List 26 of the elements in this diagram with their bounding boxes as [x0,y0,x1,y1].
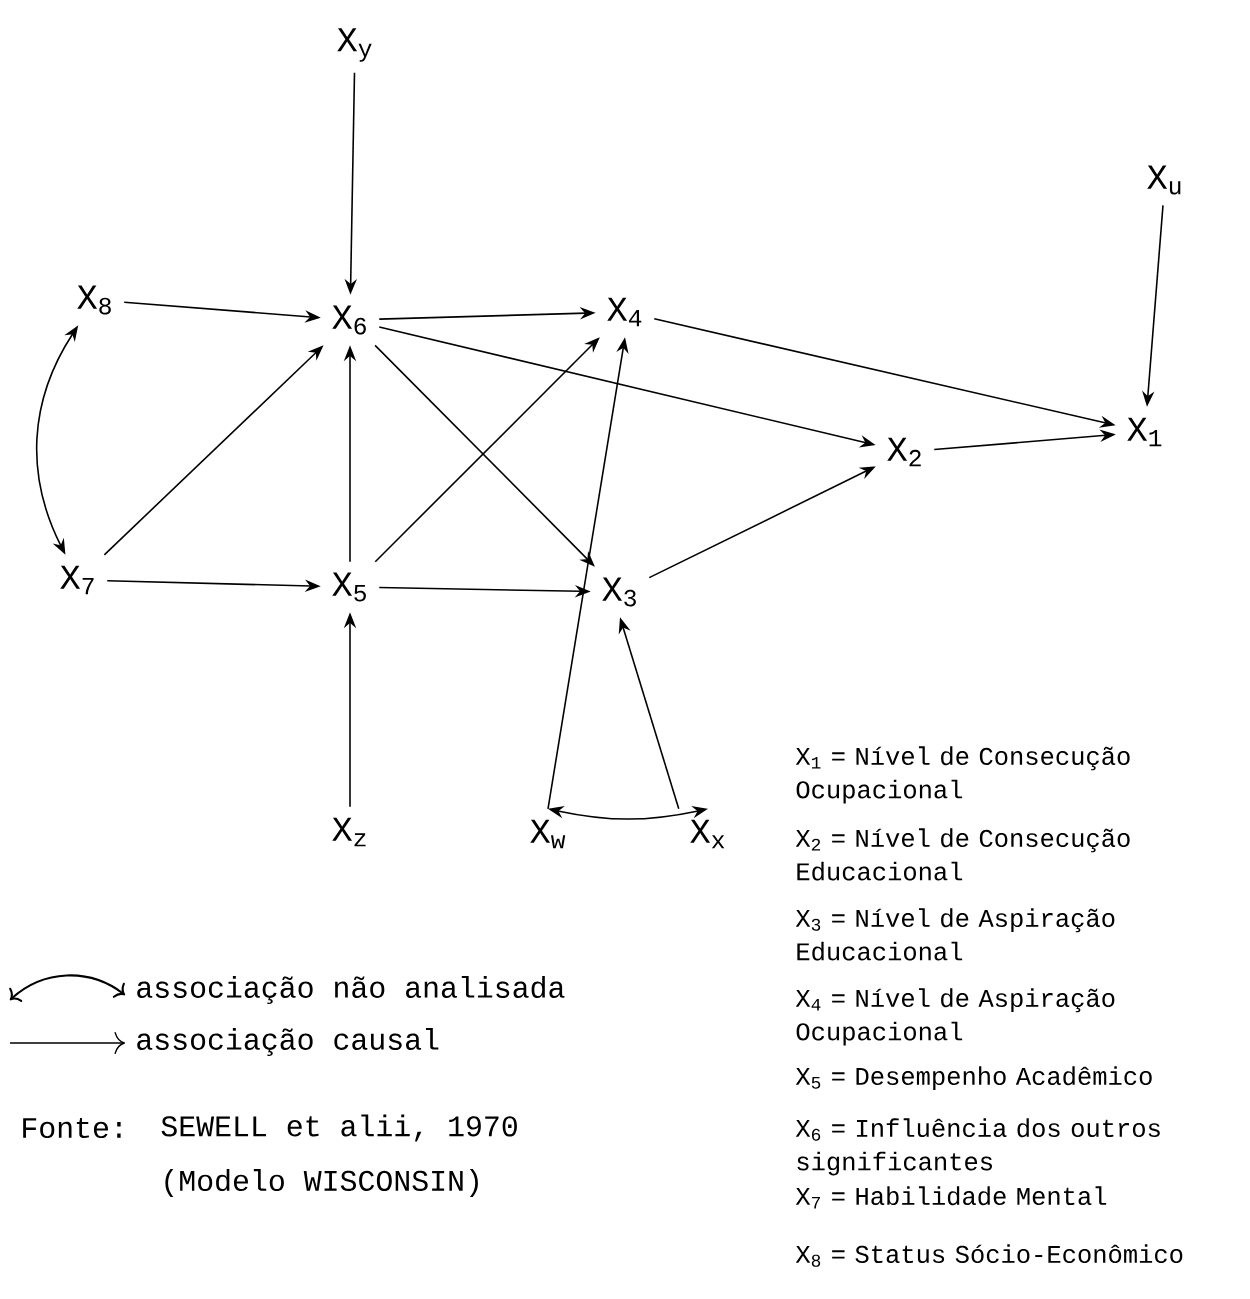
variable-label: X$_{2}$ [887,437,921,467]
source-label: Fonte: [23,1117,121,1139]
definition-text: X$_{8}$ = Status Sócio-Econômico [795,1244,1183,1267]
definition-text: X$_{1}$ = Nível de Consecução Ocupacional [795,746,1130,804]
definition-text: X$_{3}$ = Nível de Aspiração Educacional [795,908,1115,961]
source-text: SEWELL et alii, 1970 [161,1114,517,1142]
variable-label: X$_{u}$ [1147,165,1181,195]
definition-text: X$_{7}$ = Habilidade Mental [795,1186,1107,1209]
legend-text: associação causal [137,1027,439,1057]
variable-label: X$_{5}$ [332,572,366,602]
definition-text: X$_{4}$ = Nível de Aspiração Ocupacional [795,988,1115,1046]
variable-label: X$_{w}$ [530,819,566,849]
variable-label: X$_{3}$ [602,577,636,607]
source-text: (Modelo WISCONSIN) [165,1169,478,1197]
variable-label: X$_{6}$ [332,305,366,335]
variable-label: X$_{7}$ [60,565,94,595]
variable-label: X$_{8}$ [77,285,111,315]
definition-text: X$_{6}$ = Influência dos outros significantes [795,1118,1160,1176]
variable-label: X$_{z}$ [332,817,366,847]
legend-text: associação não analisada [137,975,565,1005]
variable-label: X$_{y}$ [337,28,372,62]
definition-text: X$_{5}$ = Desempenho Acadêmico [795,1066,1152,1091]
definition-text: X$_{2}$ = Nível de Consecução Educacional [795,828,1130,881]
variable-label: X$_{1}$ [1127,417,1162,447]
variable-label: X$_{4}$ [607,297,642,327]
variable-label: X$_{x}$ [690,819,725,849]
